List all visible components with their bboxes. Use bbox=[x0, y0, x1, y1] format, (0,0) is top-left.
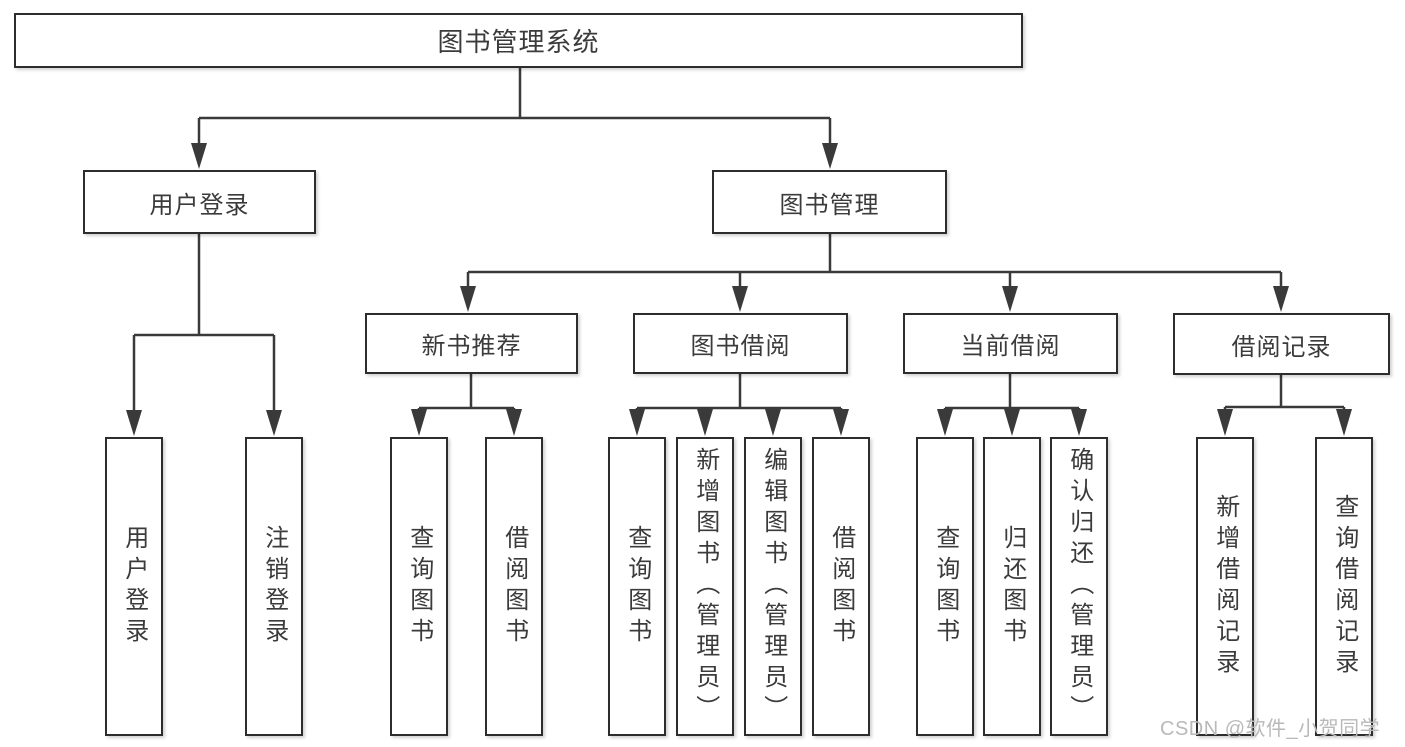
leaf-label: 用户登录 bbox=[120, 524, 148, 649]
edge-root-to-level2 bbox=[197, 68, 832, 146]
node-br-query-record: 查询借阅记录 bbox=[1315, 437, 1373, 736]
leaf-label: 查询图书 bbox=[623, 524, 651, 649]
leaf-label: 注销登录 bbox=[260, 524, 288, 649]
leaf-label: 新增借阅记录 bbox=[1211, 493, 1239, 680]
leaf-label: 借阅图书 bbox=[827, 524, 855, 649]
node-bb-edit-books-admin: 编辑图书（管理员） bbox=[744, 437, 802, 736]
node-borrow-record: 借阅记录 bbox=[1173, 313, 1390, 375]
leaf-label: 查询借阅记录 bbox=[1330, 493, 1358, 680]
node-bb-borrow-books: 借阅图书 bbox=[812, 437, 870, 736]
arrowheads-user-login-children bbox=[126, 410, 282, 436]
node-current-borrow: 当前借阅 bbox=[903, 313, 1118, 374]
node-new-book-rec: 新书推荐 bbox=[365, 313, 578, 374]
node-book-mgmt: 图书管理 bbox=[712, 170, 947, 234]
leaf-label: 查询图书 bbox=[405, 524, 433, 649]
edge-user-login-children bbox=[132, 234, 276, 412]
node-bb-query-books: 查询图书 bbox=[608, 437, 666, 736]
edge-current-borrow-children bbox=[943, 374, 1081, 412]
node-cb-confirm-return-admin: 确认归还（管理员） bbox=[1050, 437, 1108, 736]
edge-borrow-record-children bbox=[1223, 375, 1346, 412]
arrowheads-book-borrow-children bbox=[629, 409, 849, 436]
leaf-label: 借阅图书 bbox=[500, 524, 528, 649]
arrowheads-borrow-record-children bbox=[1217, 409, 1352, 436]
arrowheads-level2 bbox=[191, 143, 838, 169]
arrowheads-level3 bbox=[460, 286, 1289, 312]
node-cb-return-books: 归还图书 bbox=[983, 437, 1041, 736]
node-leaf-user-login: 用户登录 bbox=[105, 437, 163, 736]
node-bb-add-books-admin: 新增图书（管理员） bbox=[676, 437, 734, 736]
node-rec-borrow-books: 借阅图书 bbox=[485, 437, 543, 736]
node-leaf-logout: 注销登录 bbox=[245, 437, 303, 736]
leaf-label: 确认归还（管理员） bbox=[1065, 447, 1093, 726]
leaf-label: 新增图书（管理员） bbox=[691, 447, 719, 726]
edge-book-borrow-children bbox=[635, 374, 843, 412]
arrowheads-current-borrow-children bbox=[937, 409, 1087, 436]
leaf-label: 编辑图书（管理员） bbox=[759, 447, 787, 726]
node-rec-query-books: 查询图书 bbox=[390, 437, 448, 736]
node-cb-query-books: 查询图书 bbox=[916, 437, 974, 736]
node-root-title: 图书管理系统 bbox=[14, 13, 1023, 68]
arrowheads-new-book-rec-children bbox=[411, 409, 522, 436]
edge-new-book-rec-children bbox=[417, 374, 516, 412]
csdn-watermark: CSDN @软件_小贺同学 bbox=[1160, 718, 1381, 740]
leaf-label: 查询图书 bbox=[931, 524, 959, 649]
edge-book-mgmt-children bbox=[466, 234, 1283, 288]
node-book-borrow: 图书借阅 bbox=[633, 313, 848, 374]
node-user-login: 用户登录 bbox=[83, 170, 316, 234]
node-br-add-record: 新增借阅记录 bbox=[1196, 437, 1254, 736]
leaf-label: 归还图书 bbox=[998, 524, 1026, 649]
